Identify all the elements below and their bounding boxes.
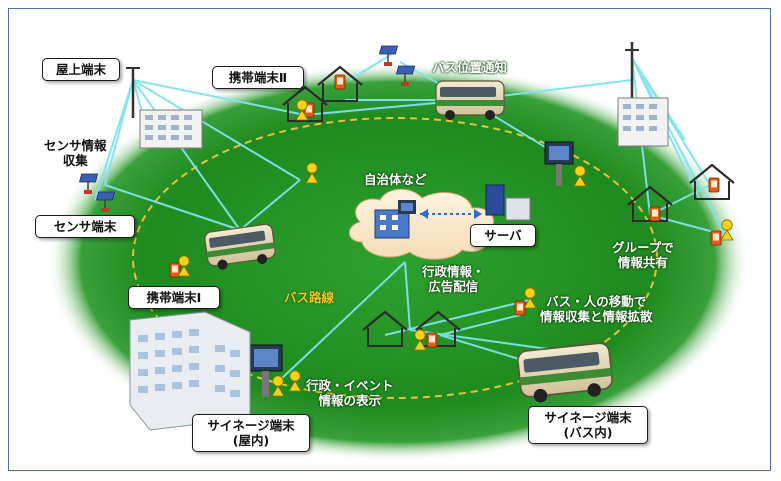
apartment-building-right xyxy=(617,97,669,147)
bus-route-line xyxy=(132,117,658,399)
signage-bus-label: サイネージ端末 (バス内) xyxy=(528,406,648,444)
mobile-terminal-2-label: 携帯端末Ⅱ xyxy=(212,66,304,89)
bus-location-label: バス位置通知 xyxy=(432,60,508,75)
rooftop-terminal-label: 屋上端末 xyxy=(42,58,120,81)
phone-bottom2 xyxy=(514,300,526,316)
phone-bottom1 xyxy=(426,332,438,348)
sensor-terminal-label: センサ端末 xyxy=(35,215,135,238)
signage-kiosk-right xyxy=(544,141,574,186)
mobile-terminal-1-label: 携帯端末Ⅰ xyxy=(128,286,220,309)
bus-route-label: バス路線 xyxy=(284,290,335,305)
server-machine xyxy=(485,184,531,221)
movement-label: バス・人の移動で 情報収集と情報拡散 xyxy=(540,294,653,324)
event-display-label: 行政・イベント 情報の表示 xyxy=(306,378,394,408)
admin-info-label: 行政情報・ 広告配信 xyxy=(422,264,485,294)
rooftop-antenna-left xyxy=(126,67,140,118)
apartment-building-left xyxy=(139,109,203,149)
signage-indoor-label: サイネージ端末 (屋内) xyxy=(192,414,310,452)
bus-top xyxy=(435,80,505,121)
sync-arrow xyxy=(420,209,482,219)
sensor-collection-label: センサ情報 収集 xyxy=(44,138,107,168)
phone-top1 xyxy=(334,74,346,90)
municipality-building xyxy=(374,200,416,239)
phone-right2 xyxy=(649,206,661,222)
municipality-label: 自治体など xyxy=(364,172,427,187)
server-label: サーバ xyxy=(470,224,536,247)
phone-right1 xyxy=(708,177,720,193)
indoor-building xyxy=(129,311,251,431)
phone-right3 xyxy=(710,230,722,246)
signage-kiosk-indoor xyxy=(249,344,283,397)
group-share-label: グループで 情報共有 xyxy=(612,240,674,270)
